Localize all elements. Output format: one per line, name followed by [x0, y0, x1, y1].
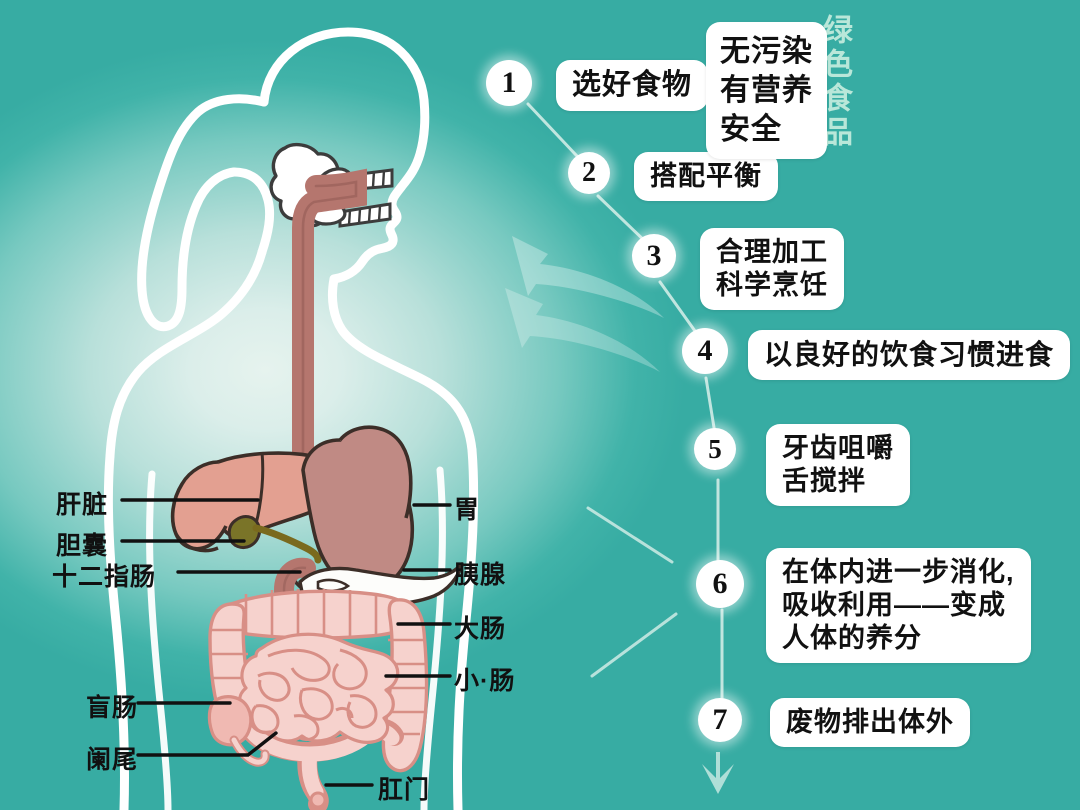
cecum	[207, 695, 253, 747]
pancreas	[298, 562, 464, 608]
anatomy-label-anus: 肛门	[378, 776, 431, 804]
step-number-6[interactable]: 6	[696, 560, 744, 608]
anatomy-label-liver: 肝脏	[56, 491, 109, 519]
step-number-7[interactable]: 7	[698, 698, 742, 742]
step-bubble-5[interactable]: 牙齿咀嚼 舌搅拌	[766, 424, 910, 506]
duodenum	[273, 557, 418, 694]
anatomy-label-duodenum: 十二指肠	[52, 563, 157, 591]
anatomy-label-pancreas: 胰腺	[454, 561, 507, 589]
step-number-4[interactable]: 4	[682, 328, 728, 374]
step-bubble-6[interactable]: 在体内进一步消化, 吸收利用——变成 人体的养分	[766, 548, 1031, 663]
step-bubble-4[interactable]: 以良好的饮食习惯进食	[748, 330, 1071, 381]
mouth-and-teeth	[269, 142, 394, 228]
step-bubble-7[interactable]: 废物排出体外	[770, 698, 970, 747]
stomach	[289, 425, 415, 594]
chevron-marks	[586, 506, 678, 678]
anatomy-label-appendix: 阑尾	[86, 746, 139, 774]
step-number-5[interactable]: 5	[694, 428, 736, 470]
green-food-attributes-box[interactable]: 无污染 有营养 安全	[706, 22, 827, 159]
step-bubble-3[interactable]: 合理加工 科学烹饪	[700, 228, 844, 310]
anatomy-label-stomach: 胃	[454, 496, 481, 524]
step-bubble-2[interactable]: 搭配平衡	[634, 152, 778, 201]
anatomy-label-small-intestine: 小·肠	[454, 667, 516, 695]
step-number-2[interactable]: 2	[568, 152, 610, 194]
anatomy-label-cecum: 盲肠	[86, 694, 139, 722]
step-bubble-1[interactable]: 选好食物	[556, 60, 709, 112]
step-number-3[interactable]: 3	[632, 234, 676, 278]
leader-appendix	[136, 731, 278, 757]
anatomy-label-gallbladder: 胆囊	[56, 532, 109, 560]
anatomy-label-large-intestine: 大肠	[454, 615, 507, 643]
esophagus	[292, 168, 367, 481]
body-silhouette	[103, 27, 479, 810]
label-leader-lines	[120, 498, 452, 787]
arrow-up-2	[505, 288, 660, 372]
gallbladder	[227, 515, 322, 564]
liver	[170, 451, 346, 553]
final-down-arrow	[702, 752, 734, 794]
small-intestine	[238, 632, 400, 744]
rectum	[244, 723, 400, 800]
step-number-1[interactable]: 1	[486, 60, 532, 106]
anus	[309, 791, 327, 809]
appendix	[229, 735, 270, 767]
